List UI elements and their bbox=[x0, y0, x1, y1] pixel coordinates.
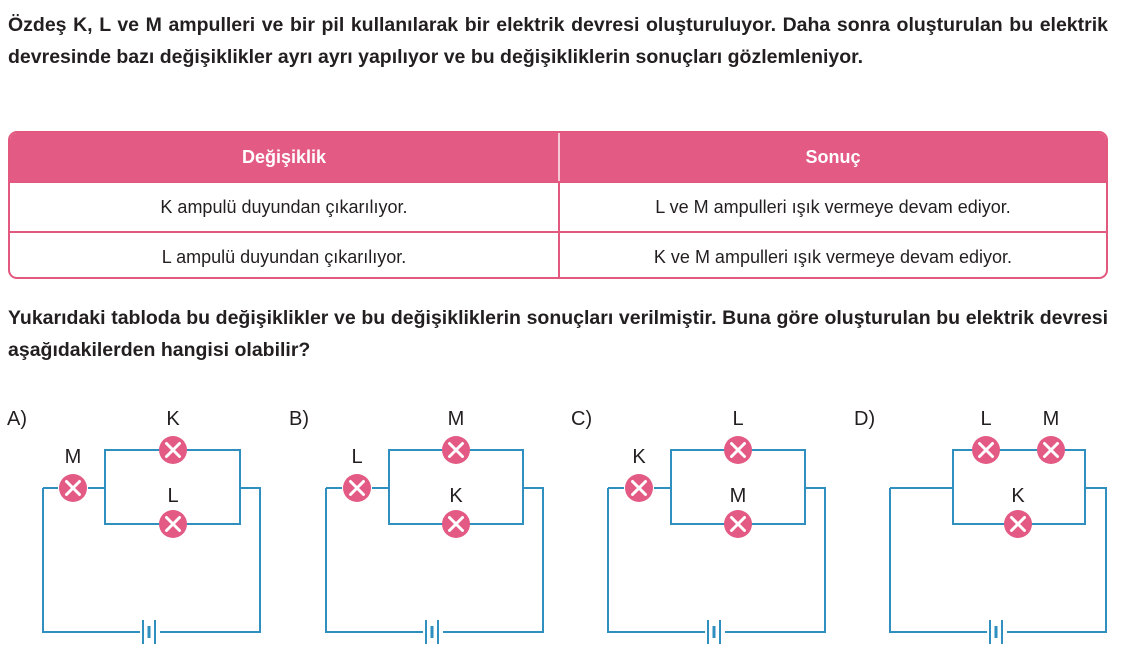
option-label: B) bbox=[289, 408, 309, 430]
lamp-icon bbox=[157, 508, 189, 540]
table-row: K ampulü duyundan çıkarılıyor. L ve M am… bbox=[10, 181, 1106, 231]
table-cell: K ampulü duyundan çıkarılıyor. bbox=[10, 183, 560, 231]
table-row: L ampulü duyundan çıkarılıyor. K ve M am… bbox=[10, 231, 1106, 277]
lamp-label: M bbox=[730, 485, 747, 507]
battery-icon bbox=[421, 618, 445, 646]
lamp-icon bbox=[722, 508, 754, 540]
header-change: Değişiklik bbox=[10, 133, 560, 181]
lamp-icon bbox=[1002, 508, 1034, 540]
lamp-label: K bbox=[166, 408, 180, 430]
circuit-options: A) M K L B) L M K C) K L M D) bbox=[7, 408, 1107, 646]
lamp-icon bbox=[341, 472, 373, 504]
lamp-label: K bbox=[632, 446, 646, 468]
lamp-label: M bbox=[448, 408, 465, 430]
battery-icon bbox=[985, 618, 1009, 646]
lamp-icon bbox=[440, 508, 472, 540]
option-label: D) bbox=[854, 408, 875, 430]
option-c[interactable]: C) K L M bbox=[571, 408, 826, 646]
lamp-icon bbox=[623, 472, 655, 504]
option-label: C) bbox=[571, 408, 592, 430]
battery-icon bbox=[138, 618, 162, 646]
option-label: A) bbox=[7, 408, 27, 430]
lamp-icon bbox=[440, 434, 472, 466]
lamp-icon bbox=[57, 472, 89, 504]
lamp-label: L bbox=[732, 408, 743, 430]
battery-icon bbox=[703, 618, 727, 646]
question-stem: Yukarıdaki tabloda bu değişiklikler ve b… bbox=[8, 307, 1108, 361]
changes-table: Değişiklik Sonuç K ampulü duyundan çıkar… bbox=[8, 131, 1108, 279]
option-a[interactable]: A) M K L bbox=[7, 408, 261, 646]
lamp-label: L bbox=[980, 408, 991, 430]
lamp-icon bbox=[157, 434, 189, 466]
lamp-label: M bbox=[1043, 408, 1060, 430]
lamp-label: K bbox=[449, 485, 463, 507]
lamp-label: K bbox=[1011, 485, 1025, 507]
lamp-label: L bbox=[167, 485, 178, 507]
table-header: Değişiklik Sonuç bbox=[10, 133, 1106, 181]
lamp-label: M bbox=[65, 446, 82, 468]
question-intro: Özdeş K, L ve M ampulleri ve bir pil kul… bbox=[8, 14, 1108, 68]
table-cell: L ampulü duyundan çıkarılıyor. bbox=[10, 233, 560, 277]
header-result: Sonuç bbox=[805, 146, 861, 167]
lamp-icon bbox=[722, 434, 754, 466]
table-cell: L ve M ampulleri ışık vermeye devam ediy… bbox=[655, 196, 1011, 217]
option-d[interactable]: D) L M K bbox=[854, 408, 1107, 646]
lamp-icon bbox=[970, 434, 1002, 466]
table-cell: K ve M ampulleri ışık vermeye devam ediy… bbox=[653, 246, 1013, 267]
lamp-icon bbox=[1035, 434, 1067, 466]
option-b[interactable]: B) L M K bbox=[289, 408, 544, 646]
lamp-label: L bbox=[351, 446, 362, 468]
